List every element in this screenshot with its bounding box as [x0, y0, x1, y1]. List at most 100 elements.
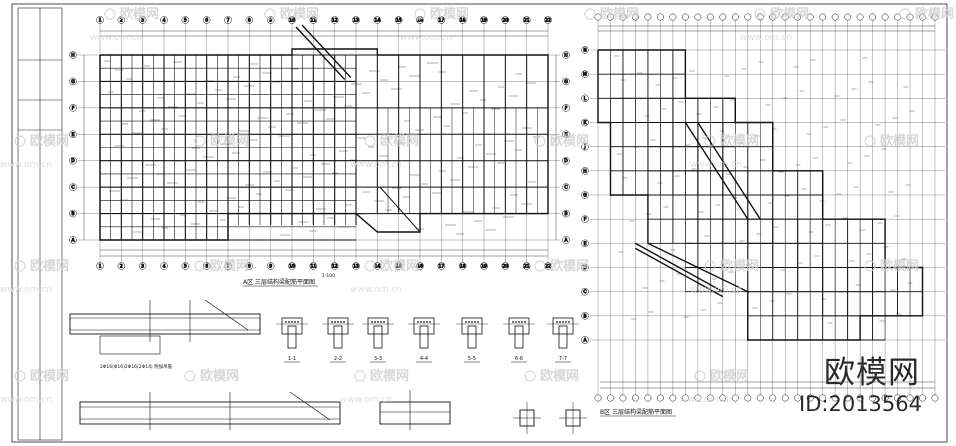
grid-bubble — [581, 336, 589, 344]
grid-label: 8 — [248, 18, 251, 24]
grid-label: 5 — [184, 18, 187, 24]
watermark-url-text: www.om.cn — [90, 33, 142, 43]
grid-label: 11 — [310, 264, 316, 270]
section-label: 7-7 — [559, 356, 567, 362]
watermark-tile: 欧模网 — [899, 6, 954, 22]
rebar-dot — [565, 321, 567, 323]
rebar-dot — [374, 321, 376, 323]
grid-label: 18 — [460, 18, 466, 24]
grid-label: 16 — [417, 264, 423, 270]
grid-bubble — [719, 13, 727, 21]
watermark-brand: 欧模网 — [824, 355, 920, 391]
watermark-brand-text: 欧模网 — [720, 133, 759, 149]
rebar-dot — [568, 321, 570, 323]
grid-bubble — [69, 183, 77, 191]
watermark-url-text: www.om.cn — [0, 285, 52, 295]
grid-label: B — [71, 211, 74, 217]
grid-label: H — [71, 53, 74, 59]
grid-label: N — [583, 48, 586, 54]
rebar-dot — [291, 321, 293, 323]
watermark-url-text: www.om.cn — [740, 33, 792, 43]
section-7-7: 7-7 — [547, 317, 579, 363]
grid-bubble — [731, 13, 739, 21]
rebar-dot — [331, 321, 333, 323]
grid-bubble — [522, 262, 531, 270]
grid-label: B — [583, 313, 586, 319]
watermark-url-text: www.om.cn — [340, 395, 392, 405]
section-web — [558, 325, 568, 349]
title-block-strip — [17, 7, 63, 441]
watermark-logo-icon — [414, 8, 426, 20]
grid-label: 12 — [332, 18, 338, 24]
section-outline — [413, 317, 435, 335]
watermark-logo-icon — [584, 8, 596, 20]
watermark-logo-icon — [14, 260, 26, 272]
grid-bubble — [831, 13, 839, 21]
rebar-dot — [524, 321, 526, 323]
section-5-5: 5-5 — [456, 317, 488, 363]
grid-bubble — [881, 394, 889, 402]
watermark-logo-icon — [194, 260, 206, 272]
grid-bubble — [581, 215, 589, 223]
watermark-id: ID:2013564 — [799, 392, 922, 416]
section-web — [419, 325, 429, 349]
grid-bubble — [594, 394, 602, 402]
grid-bubble — [844, 13, 852, 21]
section-1-1: 1-1 — [276, 317, 308, 363]
grid-label: F — [584, 217, 587, 223]
grid-label: K — [584, 120, 588, 126]
rebar-dot — [343, 321, 345, 323]
grid-label: 2 — [120, 264, 123, 270]
rebar-dot — [297, 321, 299, 323]
grid-label: C — [564, 185, 567, 191]
grid-bubble — [581, 142, 589, 151]
section-label: 2-2 — [334, 356, 342, 362]
section-outline — [367, 317, 389, 335]
grid-bubble — [919, 394, 926, 402]
grid-label: F — [72, 105, 75, 111]
diagonal-beam — [295, 26, 346, 80]
rebar-dot — [423, 321, 425, 323]
watermark-url-text: www.om.cn — [690, 160, 742, 170]
watermark-tile: 欧模网 — [184, 368, 239, 384]
section-web — [287, 325, 297, 349]
bent-bar — [204, 299, 249, 331]
watermark-brand-text: 欧模网 — [880, 133, 919, 149]
rebar-dot — [334, 321, 336, 323]
watermark-brand-text: 欧模网 — [30, 133, 69, 149]
grid-label: L — [584, 96, 587, 102]
watermark-url-text: www.om.cn — [680, 395, 732, 405]
sheet-border — [11, 3, 948, 443]
grid-bubble — [644, 13, 652, 21]
watermark-url-text: www.om.cn — [350, 285, 402, 295]
grid-label: 4 — [163, 18, 166, 24]
grid-label: 22 — [545, 18, 551, 24]
grid-bubble — [856, 13, 864, 21]
rebar-dot — [429, 321, 431, 323]
watermark-tile: 欧模网 — [194, 133, 249, 149]
rebar-dot — [417, 321, 419, 323]
grid-bubble — [581, 94, 589, 103]
grid-label: B — [564, 211, 567, 217]
grid-label: G — [71, 79, 75, 85]
grid-label: 19 — [481, 264, 487, 270]
watermark-brand-text: 欧模网 — [720, 258, 759, 274]
grid-bubble — [69, 156, 77, 165]
grid-bubble — [309, 16, 318, 24]
grid-bubble — [581, 167, 589, 175]
grid-label: 1 — [99, 264, 102, 270]
grid-bubble — [619, 13, 627, 21]
grid-label: A — [564, 238, 568, 244]
grid-bubble — [894, 394, 902, 402]
grid-bubble — [480, 262, 488, 270]
grid-label: 3 — [141, 18, 144, 24]
grid-label: 7 — [227, 18, 230, 24]
watermark-brand-text: 欧模网 — [210, 258, 249, 274]
grid-bubble — [416, 262, 424, 270]
grid-label: 16 — [417, 18, 423, 24]
rebar-dot — [474, 321, 476, 323]
rebar-dot — [518, 321, 520, 323]
